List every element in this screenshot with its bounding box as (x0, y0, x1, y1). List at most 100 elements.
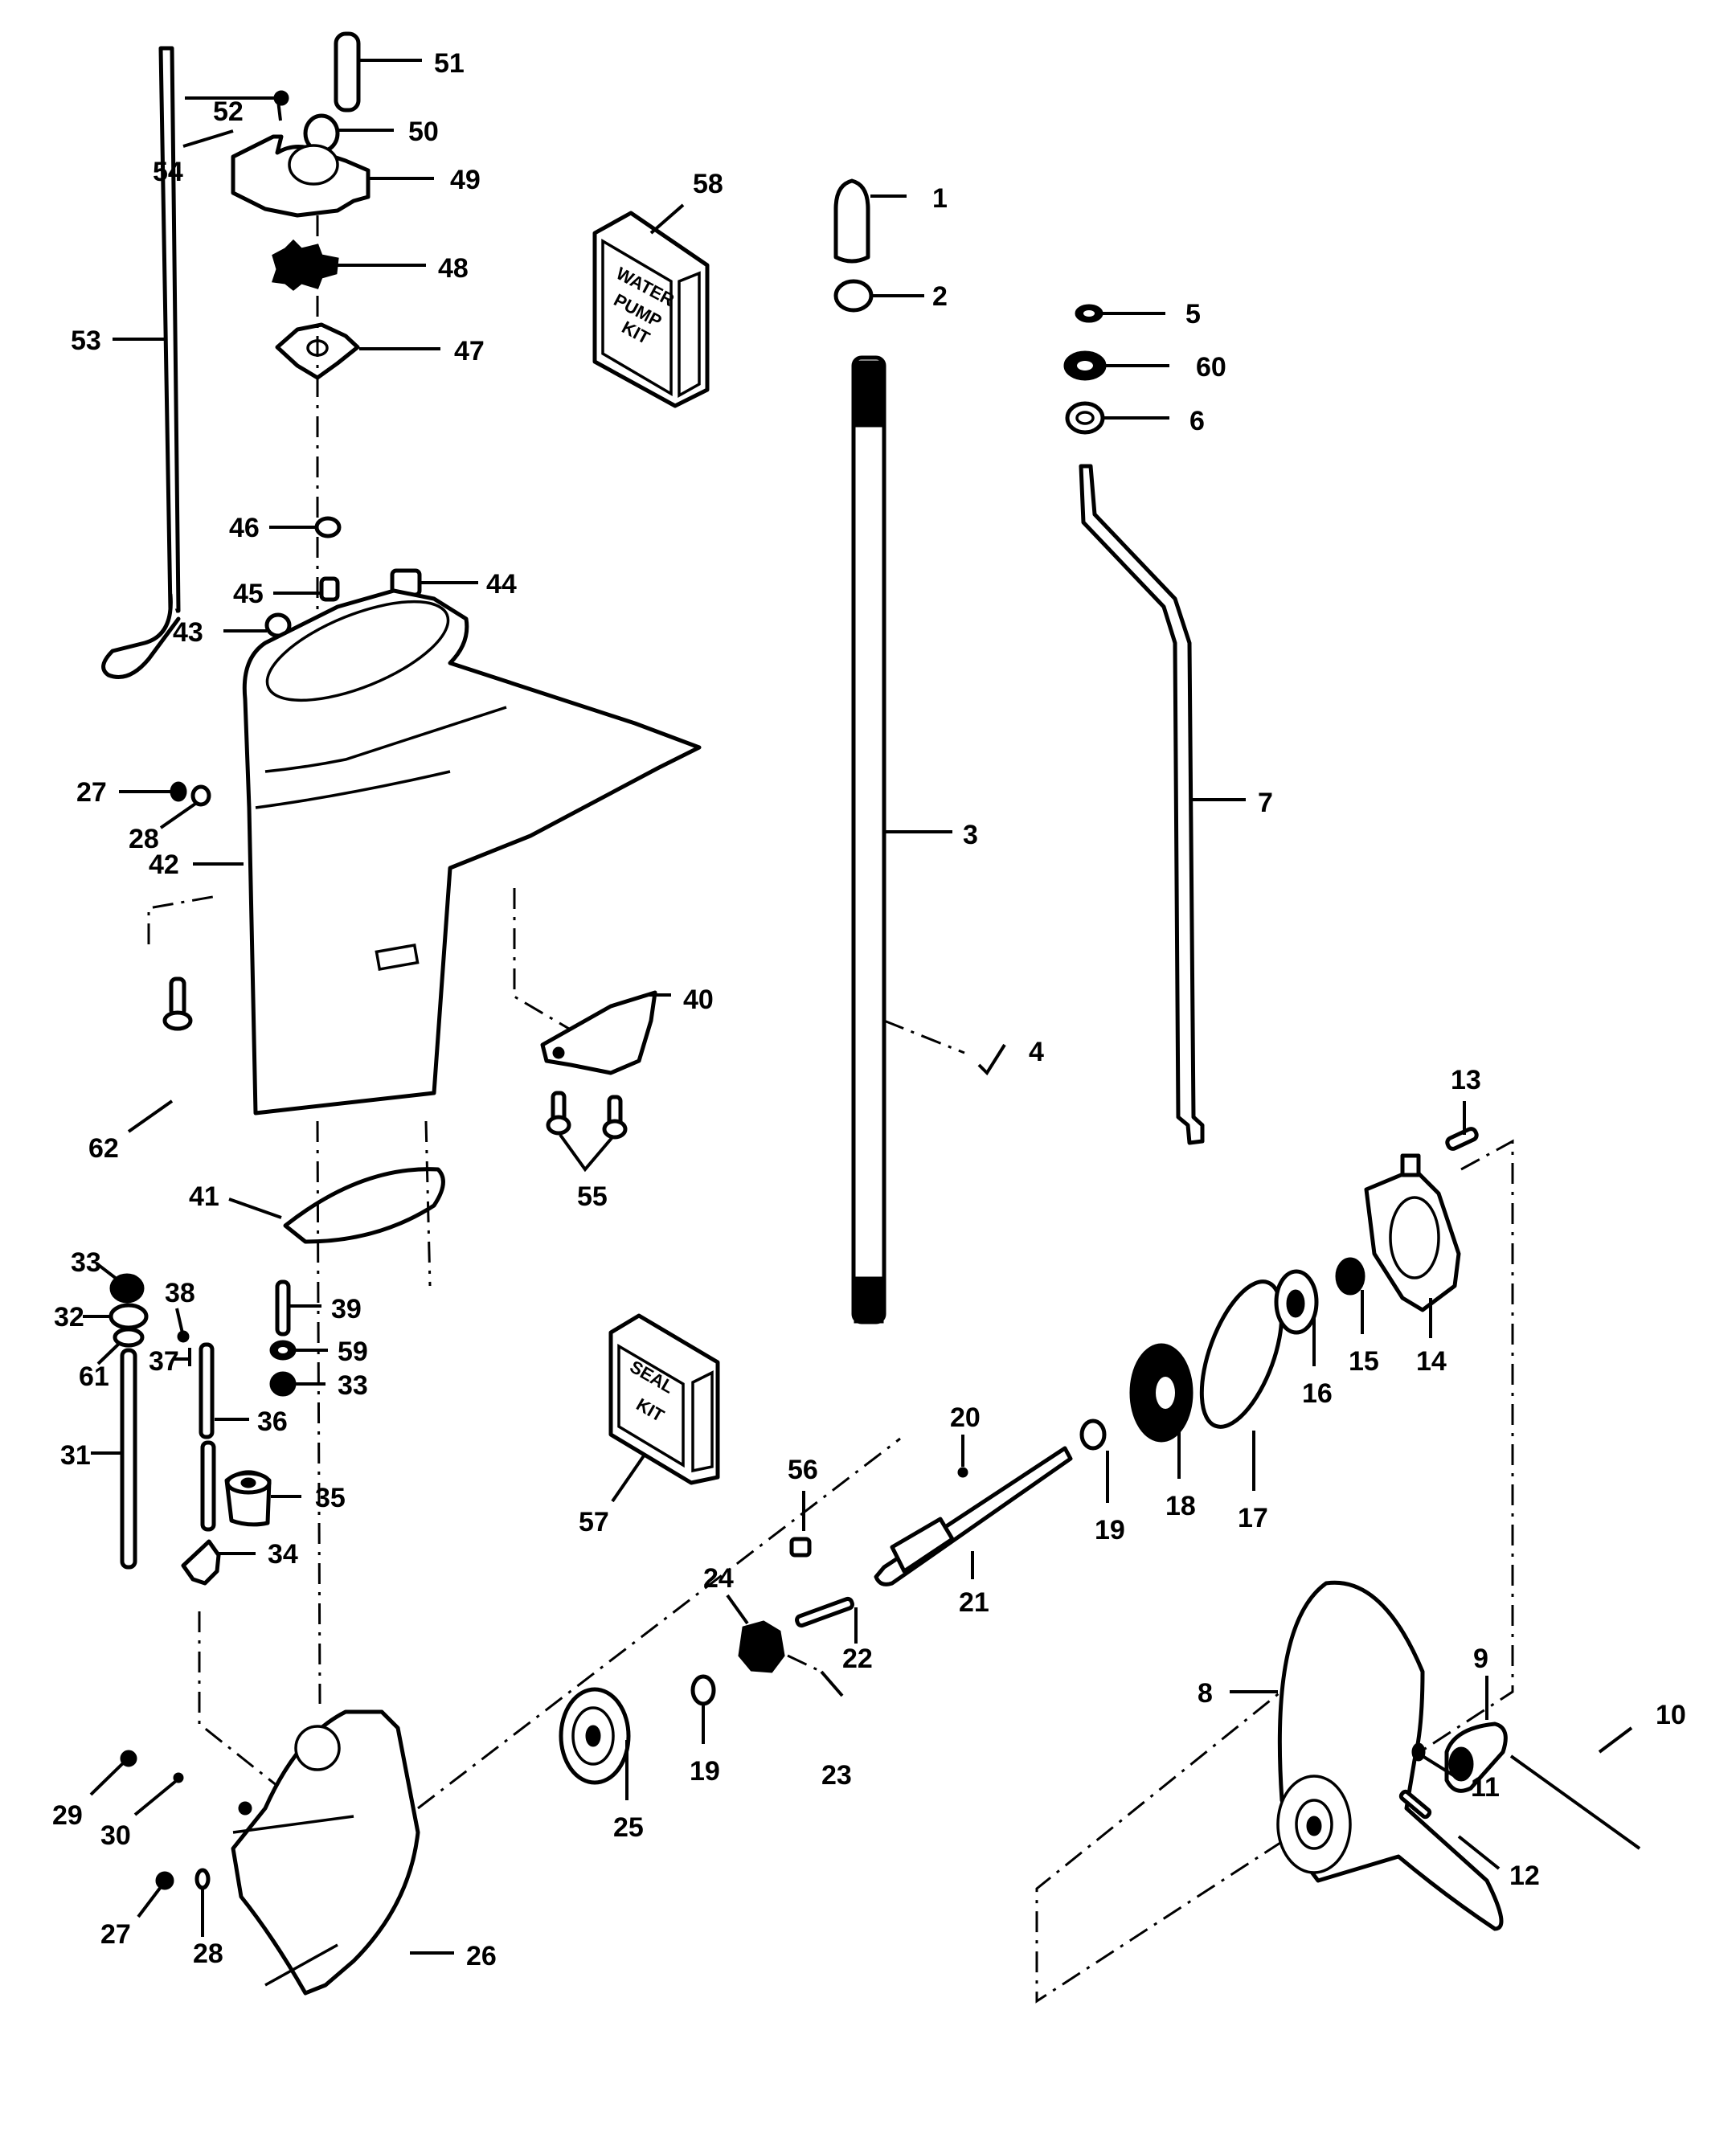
callout-45[interactable]: 45 (233, 579, 264, 609)
callout-62[interactable]: 62 (88, 1133, 119, 1164)
part-4-key[interactable] (977, 1043, 1006, 1076)
callout-43[interactable]: 43 (173, 617, 203, 648)
part-15-seal[interactable] (1335, 1257, 1365, 1296)
callout-41[interactable]: 41 (189, 1181, 219, 1212)
part-30-washer[interactable] (173, 1772, 184, 1783)
callout-47[interactable]: 47 (454, 336, 485, 366)
callout-23[interactable]: 23 (821, 1760, 852, 1791)
callout-37[interactable]: 37 (149, 1346, 179, 1377)
part-18-reverse-gear[interactable] (1129, 1343, 1194, 1443)
callout-17[interactable]: 17 (1238, 1503, 1268, 1533)
callout-15[interactable]: 15 (1349, 1346, 1379, 1377)
callout-26[interactable]: 26 (466, 1941, 497, 1971)
part-27-nut-upper[interactable] (170, 781, 187, 802)
part-52-screw[interactable] (273, 90, 289, 121)
callout-33-left[interactable]: 33 (71, 1247, 101, 1278)
callout-7[interactable]: 7 (1258, 788, 1273, 818)
callout-40[interactable]: 40 (683, 985, 714, 1015)
callout-13[interactable]: 13 (1451, 1065, 1481, 1095)
callout-5[interactable]: 5 (1185, 299, 1201, 330)
part-19-thrust-washer-right[interactable] (1079, 1419, 1107, 1451)
part-28-washer-upper[interactable] (190, 784, 211, 807)
callout-60[interactable]: 60 (1196, 352, 1226, 383)
callout-48[interactable]: 48 (438, 253, 469, 284)
callout-19-left[interactable]: 19 (690, 1756, 720, 1787)
callout-8[interactable]: 8 (1198, 1678, 1213, 1709)
callout-18[interactable]: 18 (1165, 1491, 1196, 1521)
part-28-washer-lower[interactable] (194, 1868, 211, 1890)
callout-31[interactable]: 31 (60, 1440, 91, 1471)
part-12-pin[interactable] (1398, 1789, 1432, 1820)
part-22-pin[interactable] (795, 1596, 854, 1628)
part-16-bearing[interactable] (1274, 1269, 1319, 1335)
callout-36[interactable]: 36 (257, 1406, 288, 1437)
part-23-spring[interactable] (820, 1670, 844, 1697)
part-31-stud[interactable] (120, 1348, 137, 1570)
callout-29[interactable]: 29 (52, 1800, 83, 1831)
callout-55[interactable]: 55 (577, 1181, 608, 1212)
callout-49[interactable]: 49 (450, 165, 481, 195)
callout-19-right[interactable]: 19 (1095, 1515, 1125, 1545)
callout-39[interactable]: 39 (331, 1294, 362, 1324)
part-10-cotter-pin[interactable] (1509, 1754, 1641, 1850)
callout-53[interactable]: 53 (71, 325, 101, 356)
callout-11[interactable]: 11 (1471, 1772, 1500, 1803)
part-49-pump-housing[interactable] (231, 134, 371, 218)
callout-28-upper[interactable]: 28 (129, 824, 159, 854)
callout-1[interactable]: 1 (932, 183, 948, 214)
part-40-bracket[interactable] (540, 990, 657, 1075)
callout-9[interactable]: 9 (1473, 1644, 1488, 1674)
callout-57[interactable]: 57 (579, 1507, 609, 1537)
callout-32[interactable]: 32 (54, 1302, 84, 1333)
callout-21[interactable]: 21 (959, 1587, 989, 1618)
callout-51[interactable]: 51 (434, 48, 465, 79)
part-26-gear-case[interactable] (231, 1709, 420, 1996)
part-3-driveshaft[interactable] (851, 355, 886, 1324)
callout-56[interactable]: 56 (788, 1455, 818, 1485)
part-8-propeller[interactable] (1276, 1580, 1504, 1931)
part-35-bearing[interactable] (224, 1470, 272, 1527)
callout-10[interactable]: 10 (1656, 1700, 1686, 1730)
part-21-propeller-shaft[interactable] (874, 1446, 1073, 1586)
part-29-screw[interactable] (120, 1750, 137, 1767)
callout-58[interactable]: 58 (693, 169, 723, 199)
part-7-shift-shaft[interactable] (1079, 464, 1205, 1145)
part-45-bushing[interactable] (319, 576, 340, 602)
part-25-gear[interactable] (559, 1687, 631, 1785)
callout-35[interactable]: 35 (315, 1483, 346, 1513)
callout-22[interactable]: 22 (842, 1644, 873, 1674)
callout-33-right[interactable]: 33 (338, 1370, 368, 1401)
part-14-bearing-carrier[interactable] (1364, 1153, 1461, 1312)
part-9-nose-cone[interactable] (1444, 1721, 1508, 1793)
callout-44[interactable]: 44 (486, 569, 517, 600)
part-60-washer[interactable] (1063, 350, 1107, 381)
callout-34[interactable]: 34 (268, 1539, 298, 1570)
part-27-nut-lower[interactable] (155, 1871, 174, 1890)
callout-24[interactable]: 24 (703, 1563, 734, 1594)
callout-27-lower[interactable]: 27 (100, 1919, 131, 1950)
callout-30[interactable]: 30 (100, 1820, 131, 1851)
callout-6[interactable]: 6 (1189, 406, 1205, 436)
part-46-seal[interactable] (314, 516, 342, 538)
callout-25[interactable]: 25 (613, 1812, 644, 1843)
callout-20[interactable]: 20 (950, 1402, 981, 1433)
part-11-washer[interactable] (1411, 1742, 1426, 1762)
callout-4[interactable]: 4 (1029, 1037, 1044, 1067)
part-42-driveshaft-housing[interactable] (242, 581, 702, 1116)
part-55-screws[interactable] (546, 1091, 628, 1140)
callout-16[interactable]: 16 (1302, 1378, 1333, 1409)
part-5-o-ring[interactable] (1075, 304, 1103, 323)
callout-12[interactable]: 12 (1509, 1861, 1540, 1891)
callout-2[interactable]: 2 (932, 281, 948, 312)
callout-27-upper[interactable]: 27 (76, 777, 107, 808)
callout-52[interactable]: 52 (213, 96, 244, 127)
part-32-washer[interactable] (108, 1303, 149, 1330)
part-38-pin[interactable] (175, 1308, 190, 1343)
callout-38[interactable]: 38 (165, 1278, 195, 1308)
callout-3[interactable]: 3 (963, 820, 978, 850)
part-13-screw[interactable] (1445, 1127, 1479, 1151)
part-57-seal-kit[interactable] (608, 1313, 720, 1485)
part-62-bolt[interactable] (162, 976, 193, 1031)
part-61-o-ring[interactable] (113, 1327, 145, 1348)
part-20-ball[interactable] (957, 1467, 968, 1478)
